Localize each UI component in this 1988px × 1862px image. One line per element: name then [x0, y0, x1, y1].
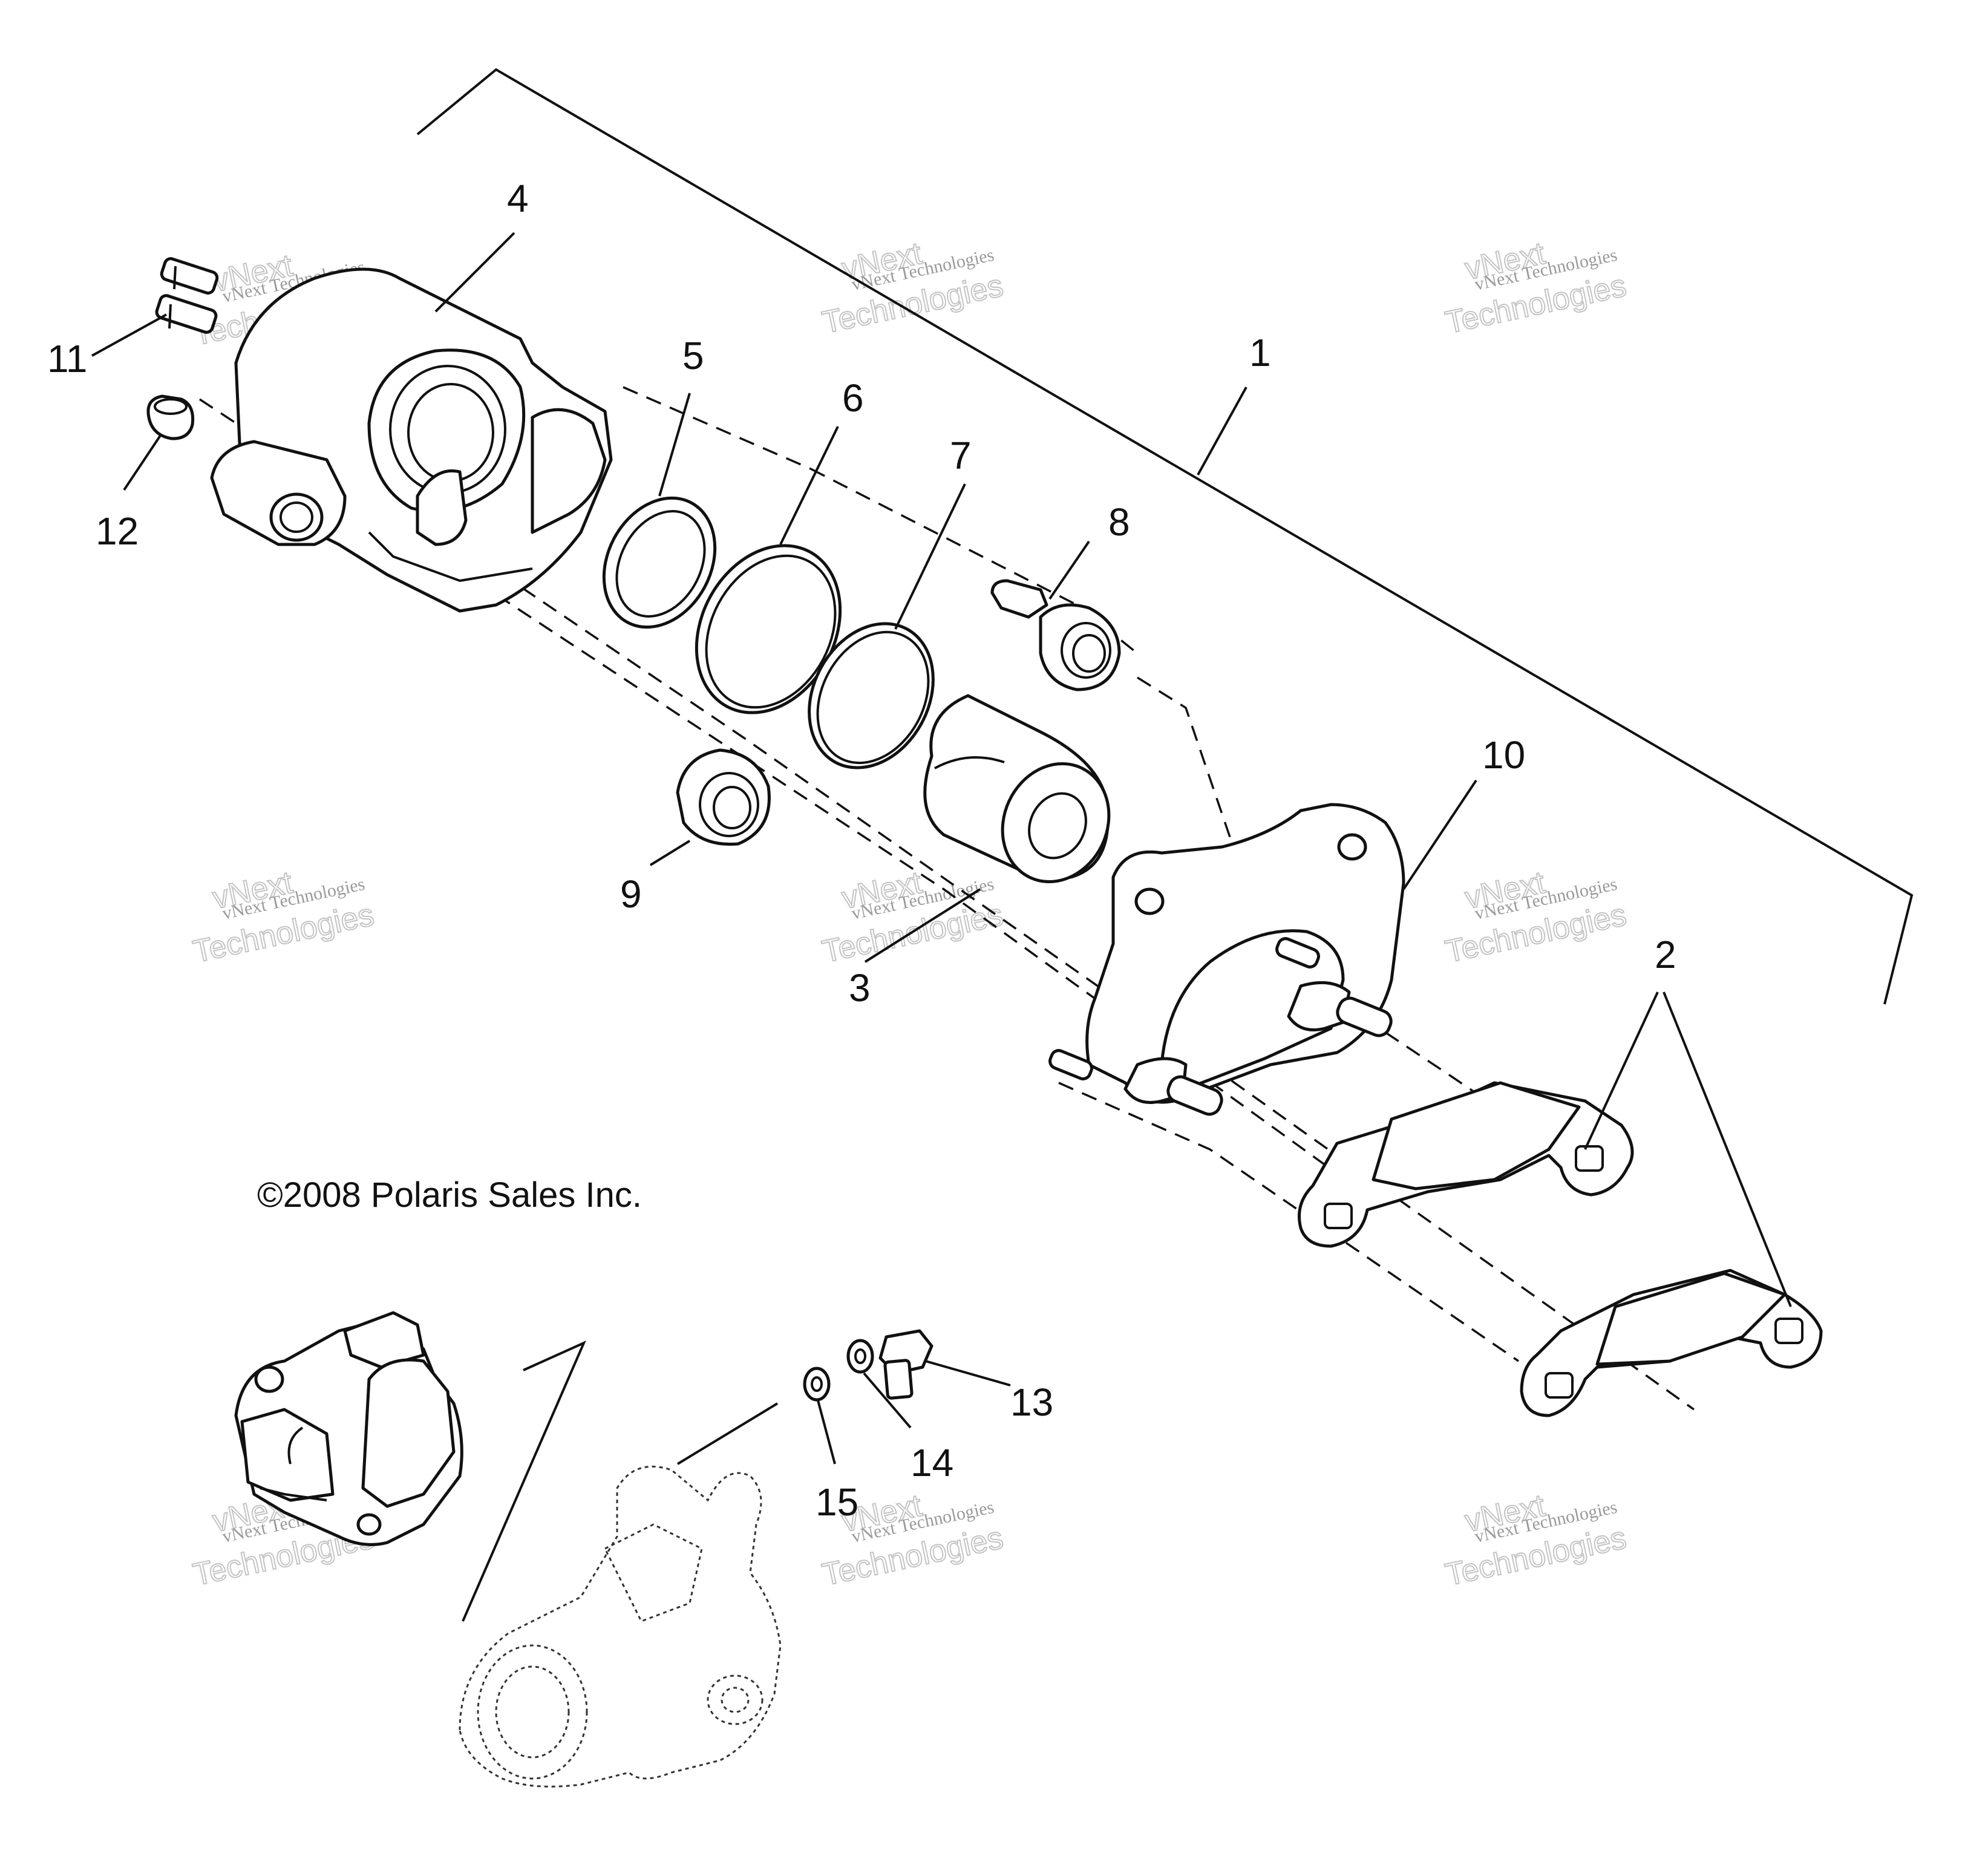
- pin-boot-8: [990, 579, 1121, 691]
- leader-lines: [91, 232, 1792, 1465]
- callout-9: 9: [620, 872, 642, 916]
- piston: [923, 694, 1111, 883]
- callout-12: 12: [96, 509, 139, 553]
- steering-knuckle: [459, 1465, 782, 1788]
- pin-boot-9: [676, 748, 771, 846]
- caliper-housing: [210, 267, 613, 613]
- callout-15: 15: [816, 1480, 858, 1524]
- callout-11: 11: [47, 337, 87, 381]
- callout-4: 4: [507, 177, 529, 220]
- copyright-notice: ©2008 Polaris Sales Inc.: [257, 1175, 642, 1215]
- callout-8: 8: [1108, 500, 1130, 544]
- brake-pad-upper: [1298, 1081, 1634, 1248]
- callout-3: 3: [849, 966, 871, 1010]
- brake-pad-lower: [1520, 1269, 1823, 1417]
- bleeder-screws: [155, 257, 219, 334]
- mounting-bolt: [878, 1329, 934, 1400]
- installation-lines: [462, 1341, 779, 1622]
- washer-15: [803, 1367, 831, 1402]
- callout-5: 5: [682, 334, 704, 377]
- callout-2: 2: [1655, 933, 1676, 976]
- callout-6: 6: [842, 376, 864, 420]
- piston-seal-5: [602, 496, 717, 629]
- bleeder-cap: [146, 394, 195, 440]
- caliper-bracket: [1048, 803, 1405, 1116]
- callout-labels: 1 2 3 4 5 6 7 8 9 10 11 12 13 14 15: [47, 177, 1676, 1524]
- o-ring-7: [808, 622, 935, 769]
- assembly-bracket: [416, 68, 1914, 1005]
- washer-14: [846, 1339, 874, 1374]
- callout-14: 14: [911, 1441, 953, 1485]
- callout-7: 7: [950, 434, 972, 477]
- callout-10: 10: [1482, 733, 1525, 777]
- callout-13: 13: [1010, 1380, 1053, 1424]
- assembled-caliper: [234, 1311, 463, 1546]
- callout-1: 1: [1249, 331, 1271, 374]
